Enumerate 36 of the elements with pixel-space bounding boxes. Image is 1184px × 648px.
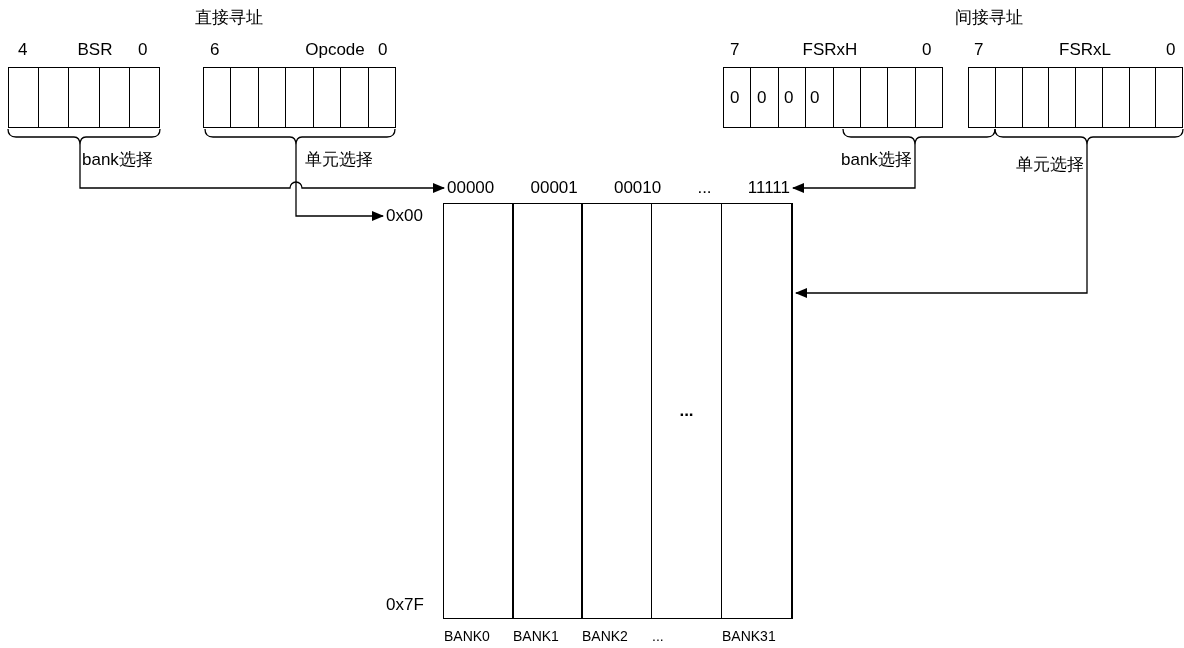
bit-index: 0 — [922, 40, 932, 60]
register-name: FSRxL — [1058, 40, 1112, 60]
memory-bank-column — [512, 203, 583, 619]
arrow — [795, 144, 1088, 298]
register-name: FSRxH — [801, 40, 859, 60]
section-title: 直接寻址 — [195, 8, 263, 28]
bank-label: BANK31 — [722, 627, 776, 646]
bit-index: 0 — [378, 40, 388, 60]
register-name: BSR — [76, 40, 114, 60]
select-label: bank选择 — [82, 150, 153, 170]
select-label: bank选择 — [841, 150, 912, 170]
bit-index: 0 — [138, 40, 148, 60]
arrow — [792, 144, 916, 193]
bit-value: 0 — [757, 88, 767, 108]
bit-value: 0 — [784, 88, 794, 108]
memory-array — [443, 203, 793, 619]
bank-address-row: 00000 00001 00010 ... 11111 — [447, 178, 790, 198]
bit-value: 0 — [730, 88, 740, 108]
arrow — [79, 144, 445, 193]
bank-label: BANK2 — [582, 627, 628, 646]
bank-label: ... — [652, 627, 664, 646]
register-name: Opcode — [304, 40, 366, 60]
bit-index: 7 — [974, 40, 984, 60]
bit-index: 0 — [1166, 40, 1176, 60]
bit-index: 6 — [210, 40, 220, 60]
row-address: 0x7F — [386, 595, 424, 615]
bit-index: 4 — [18, 40, 28, 60]
section-title: 间接寻址 — [955, 8, 1023, 28]
arrow — [295, 144, 384, 221]
bit-index: 7 — [730, 40, 740, 60]
row-address: 0x00 — [386, 206, 423, 226]
select-label: 单元选择 — [305, 150, 373, 170]
bank-label: BANK0 — [444, 627, 490, 646]
select-label: 单元选择 — [1016, 155, 1084, 175]
bit-value: 0 — [810, 88, 820, 108]
bank-label: BANK1 — [513, 627, 559, 646]
